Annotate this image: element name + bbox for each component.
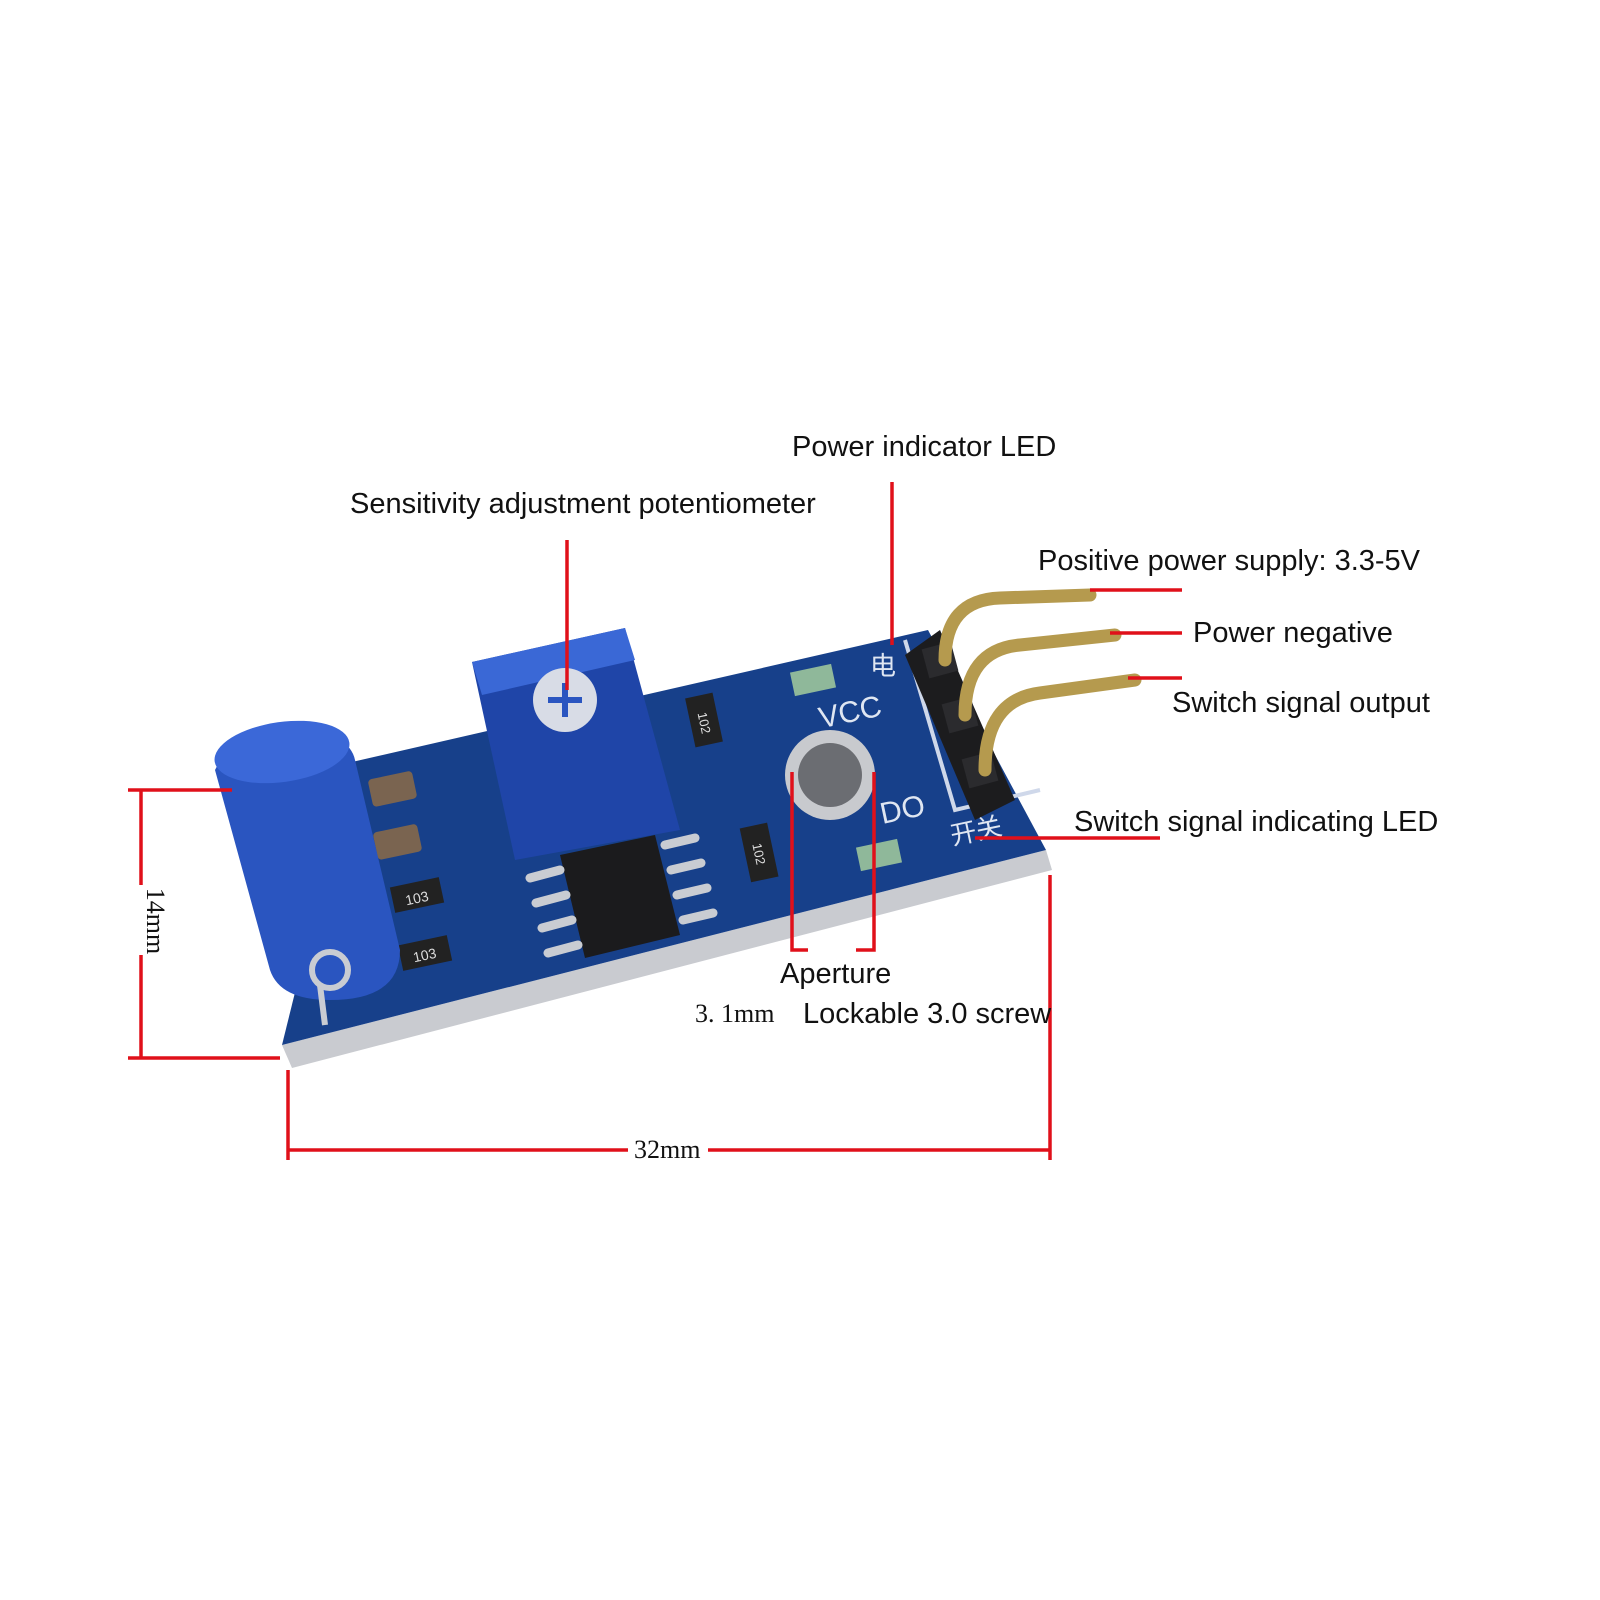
aperture-left [790,772,808,952]
silk-power-char: 电 [870,652,896,682]
power-led [789,663,837,697]
dimension-height: 14mm [141,887,171,955]
pcb-edge [282,850,1052,1068]
annotation-lines [128,482,1182,1160]
silk-res2: 103 [412,945,438,966]
label-aperture-size: 3. 1mm [695,999,775,1028]
smd-components [368,692,779,971]
ic-chip [525,833,718,958]
label-do-pin: Switch signal output [1172,687,1430,719]
potentiometer [472,628,680,860]
label-vcc-pin: Positive power supply: 3.3-5V [1038,545,1421,577]
dimension-width: 32mm [634,1135,701,1164]
aperture-right [856,772,876,952]
silk-res4: 102 [749,842,768,866]
pin-header [905,588,1142,820]
label-potentiometer: Sensitivity adjustment potentiometer [350,488,816,520]
label-screw: Lockable 3.0 screw [803,998,1052,1030]
pcb-board [282,630,1046,1045]
label-signal-led: Switch signal indicating LED [1074,806,1439,838]
label-power-led: Power indicator LED [792,431,1057,463]
signal-led [855,838,903,872]
label-gnd-pin: Power negative [1193,617,1393,649]
silk-res1: 103 [404,888,430,909]
tilt-switch [214,720,400,1026]
label-aperture: Aperture [780,958,892,990]
silk-res3: 102 [695,711,714,735]
